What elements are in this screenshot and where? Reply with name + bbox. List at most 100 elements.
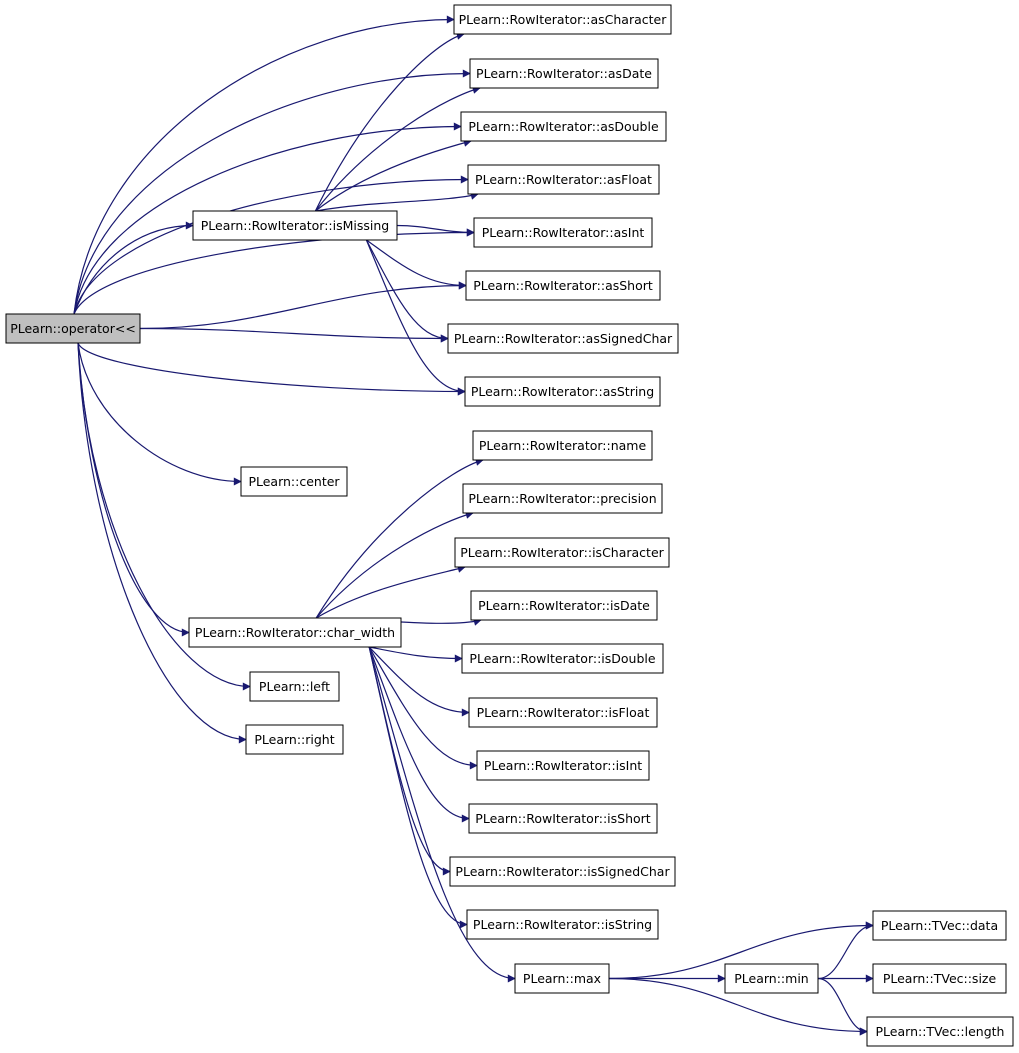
node-asShort-label: PLearn::RowIterator::asShort: [473, 278, 653, 293]
node-root[interactable]: PLearn::operator<<: [5, 313, 141, 344]
node-asSignedChar[interactable]: PLearn::RowIterator::asSignedChar: [447, 323, 679, 354]
node-asShort[interactable]: PLearn::RowIterator::asShort: [465, 270, 661, 301]
node-asCharacter-box: [453, 4, 672, 35]
edge-isMissing-to-asDouble: [315, 138, 472, 212]
node-name-box: [472, 430, 653, 461]
node-name-label: PLearn::RowIterator::name: [479, 438, 647, 453]
node-length[interactable]: PLearn::TVec::length: [866, 1016, 1014, 1047]
node-asDouble-box: [460, 111, 667, 142]
node-left-box: [249, 671, 340, 702]
node-left[interactable]: PLearn::left: [249, 671, 340, 702]
edge-min-to-length: [817, 977, 868, 1036]
node-name[interactable]: PLearn::RowIterator::name: [472, 430, 653, 461]
edge-char_width-to-isString: [368, 646, 468, 929]
node-asDate-box: [469, 58, 659, 89]
node-data-box: [872, 910, 1007, 941]
node-isDouble-box: [461, 643, 664, 674]
node-min[interactable]: PLearn::min: [724, 963, 819, 994]
node-right-label: PLearn::right: [254, 732, 334, 747]
edge-isMissing-to-asSignedChar: [365, 239, 449, 343]
node-precision-box: [462, 483, 663, 514]
node-max-box: [514, 963, 610, 994]
node-min-label: PLearn::min: [734, 971, 808, 986]
node-asInt[interactable]: PLearn::RowIterator::asInt: [473, 217, 653, 248]
node-root-box: [5, 313, 141, 344]
edge-max-to-data: [608, 921, 874, 980]
node-isSignedChar[interactable]: PLearn::RowIterator::isSignedChar: [449, 856, 676, 887]
node-isShort-label: PLearn::RowIterator::isShort: [475, 811, 650, 826]
edge-root-to-asInt: [73, 228, 475, 315]
node-isDouble-label: PLearn::RowIterator::isDouble: [469, 651, 655, 666]
node-isInt[interactable]: PLearn::RowIterator::isInt: [476, 750, 650, 781]
node-asDate[interactable]: PLearn::RowIterator::asDate: [469, 58, 659, 89]
edge-char_width-to-max: [368, 646, 516, 983]
node-min-box: [724, 963, 819, 994]
node-isString[interactable]: PLearn::RowIterator::isString: [466, 909, 659, 940]
node-precision-label: PLearn::RowIterator::precision: [468, 491, 656, 506]
node-asSignedChar-label: PLearn::RowIterator::asSignedChar: [454, 331, 673, 346]
edge-isMissing-to-asFloat: [315, 191, 479, 212]
node-asCharacter-label: PLearn::RowIterator::asCharacter: [459, 12, 668, 27]
node-asDouble-label: PLearn::RowIterator::asDouble: [468, 119, 659, 134]
node-center-label: PLearn::center: [248, 474, 340, 489]
node-isString-label: PLearn::RowIterator::isString: [473, 917, 652, 932]
edge-char_width-to-isDouble: [369, 646, 463, 663]
edge-char_width-to-isFloat: [368, 646, 470, 717]
node-isDate-label: PLearn::RowIterator::isDate: [478, 598, 650, 613]
edge-max-to-length: [608, 977, 868, 1036]
edge-root-to-asDate: [73, 69, 471, 315]
node-max[interactable]: PLearn::max: [514, 963, 610, 994]
edge-char_width-to-name: [315, 457, 484, 619]
edge-root-to-asString: [77, 342, 466, 396]
node-isInt-box: [476, 750, 650, 781]
node-isCharacter[interactable]: PLearn::RowIterator::isCharacter: [454, 537, 670, 568]
node-isDate-box: [470, 590, 658, 621]
nodes-layer: PLearn::operator<<PLearn::RowIterator::i…: [5, 4, 1014, 1047]
edge-isMissing-to-asString: [365, 239, 466, 396]
edge-root-to-isMissing: [73, 221, 194, 315]
node-size-label: PLearn::TVec::size: [883, 971, 997, 986]
node-isShort[interactable]: PLearn::RowIterator::isShort: [468, 803, 658, 834]
node-asInt-box: [473, 217, 653, 248]
node-asDouble[interactable]: PLearn::RowIterator::asDouble: [460, 111, 667, 142]
node-isFloat[interactable]: PLearn::RowIterator::isFloat: [468, 697, 658, 728]
node-asString-label: PLearn::RowIterator::asString: [471, 384, 654, 399]
node-isCharacter-label: PLearn::RowIterator::isCharacter: [460, 545, 664, 560]
node-asSignedChar-box: [447, 323, 679, 354]
node-char_width-box: [188, 617, 402, 648]
node-isDouble[interactable]: PLearn::RowIterator::isDouble: [461, 643, 664, 674]
edge-isMissing-to-asShort: [366, 239, 467, 290]
edge-min-to-data: [817, 921, 874, 980]
node-right[interactable]: PLearn::right: [245, 724, 344, 755]
node-root-label: PLearn::operator<<: [10, 321, 136, 336]
node-isMissing[interactable]: PLearn::RowIterator::isMissing: [192, 210, 398, 241]
node-data[interactable]: PLearn::TVec::data: [872, 910, 1007, 941]
node-size[interactable]: PLearn::TVec::size: [872, 963, 1007, 994]
edge-isMissing-to-asDate: [314, 85, 481, 212]
edge-char_width-to-precision: [315, 510, 474, 619]
node-isFloat-box: [468, 697, 658, 728]
node-isString-box: [466, 909, 659, 940]
node-size-box: [872, 963, 1007, 994]
edge-isMissing-to-asInt: [396, 224, 475, 237]
edge-root-to-asSignedChar: [139, 327, 449, 343]
edge-root-to-asShort: [139, 281, 467, 330]
node-asCharacter[interactable]: PLearn::RowIterator::asCharacter: [453, 4, 672, 35]
node-char_width-label: PLearn::RowIterator::char_width: [195, 625, 395, 640]
edge-root-to-left: [77, 342, 251, 691]
node-asString[interactable]: PLearn::RowIterator::asString: [464, 376, 661, 407]
edges-layer: [73, 15, 874, 1036]
node-asFloat-label: PLearn::RowIterator::asFloat: [475, 172, 652, 187]
node-asFloat[interactable]: PLearn::RowIterator::asFloat: [467, 164, 660, 195]
node-isDate[interactable]: PLearn::RowIterator::isDate: [470, 590, 658, 621]
node-center[interactable]: PLearn::center: [240, 466, 348, 497]
edge-root-to-asDouble: [73, 122, 462, 315]
node-isMissing-label: PLearn::RowIterator::isMissing: [201, 218, 389, 233]
node-char_width[interactable]: PLearn::RowIterator::char_width: [188, 617, 402, 648]
node-asInt-label: PLearn::RowIterator::asInt: [482, 225, 645, 240]
node-max-label: PLearn::max: [523, 971, 601, 986]
node-left-label: PLearn::left: [259, 679, 330, 694]
node-precision[interactable]: PLearn::RowIterator::precision: [462, 483, 663, 514]
edge-char_width-to-isShort: [368, 646, 470, 823]
node-asDate-label: PLearn::RowIterator::asDate: [476, 66, 652, 81]
